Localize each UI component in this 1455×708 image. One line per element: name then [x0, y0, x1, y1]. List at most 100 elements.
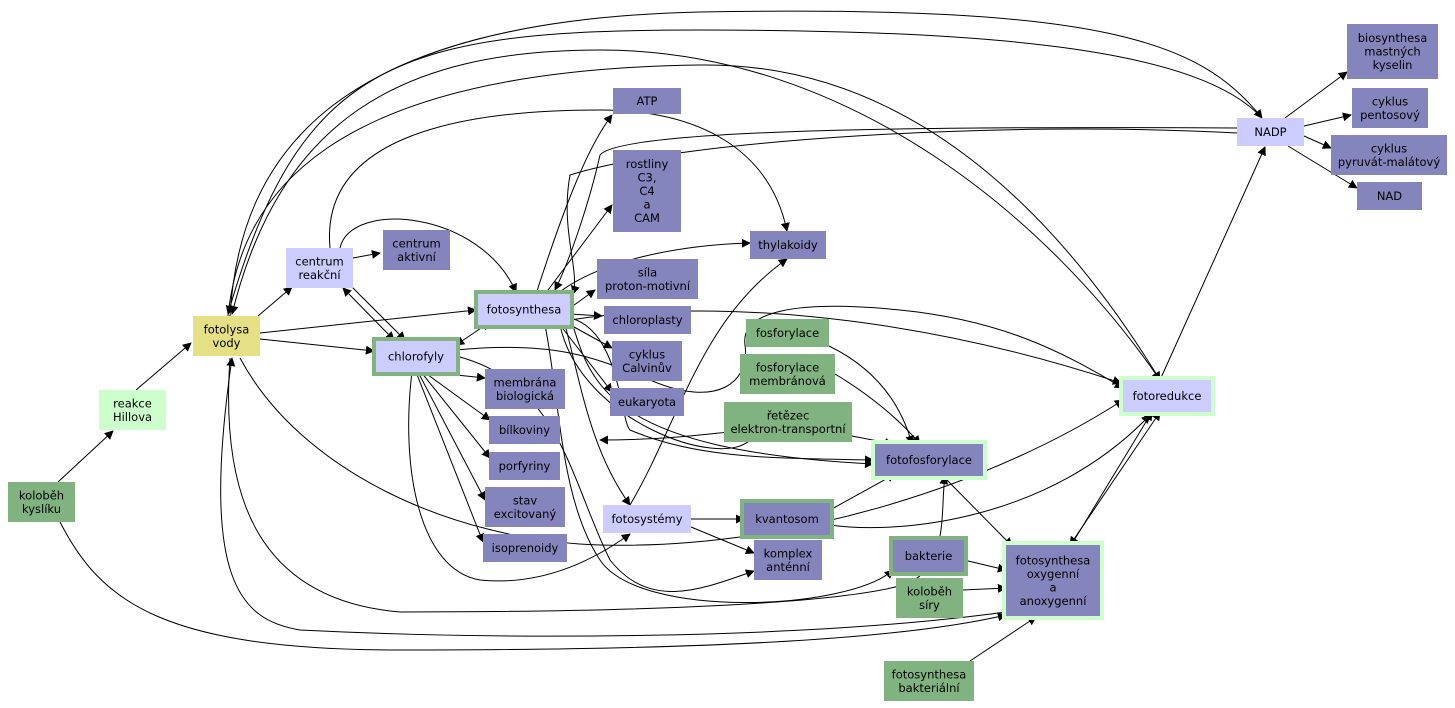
node-nadp: NADP [1237, 118, 1304, 146]
node-box [1347, 24, 1438, 79]
node-box [613, 150, 681, 232]
node-label: kyslíku [22, 502, 61, 516]
edge-arrow [564, 324, 631, 506]
node-label: a [1049, 580, 1056, 594]
node-label: chlorofyly [388, 350, 444, 364]
node-box [1331, 135, 1447, 175]
node-nad: NAD [1357, 182, 1422, 210]
node-box [740, 354, 835, 394]
node-label: fotofosforylace [886, 453, 972, 467]
node-box [613, 88, 681, 114]
edge-arrow [351, 286, 406, 341]
node-label: proton-motivní [605, 279, 691, 293]
edge-arrow [559, 324, 752, 450]
node-chlorofyly: chlorofyly [372, 337, 460, 376]
edge-arrow [228, 357, 949, 613]
node-label: síry [919, 598, 940, 612]
node-label: eukaryota [618, 395, 676, 409]
node-box [750, 231, 826, 259]
node-label: NADP [1254, 125, 1286, 139]
edge-arrow [417, 371, 486, 501]
node-eukaryota: eukaryota [610, 388, 684, 416]
node-fotosynthesa: fotosynthesa [474, 290, 574, 329]
node-box [746, 319, 829, 347]
node-label: kvantosom [755, 512, 819, 526]
node-label: cyklus [1372, 94, 1408, 108]
edge-arrow [259, 306, 477, 334]
edges [57, 10, 1358, 662]
edge-arrow [969, 616, 1037, 662]
node-label: koloběh [19, 488, 64, 502]
node-box [485, 487, 565, 527]
edge-arrow [559, 324, 613, 393]
edge-arrow [1159, 146, 1266, 381]
node-label: fosforylace [756, 360, 819, 374]
node-fotosystemy: fotosystémy [603, 505, 691, 533]
node-box [754, 540, 822, 580]
node-box [744, 503, 830, 535]
node-box [8, 482, 75, 522]
node-box [875, 444, 983, 476]
node-box [1357, 182, 1422, 210]
node-label: stav [513, 493, 538, 507]
edge-arrow [239, 357, 1124, 546]
node-label: řetězec [767, 408, 810, 422]
node-porfyriny: porfyriny [489, 452, 560, 480]
node-label: porfyriny [499, 459, 551, 473]
edge-arrow [942, 475, 1013, 547]
node-box [1352, 88, 1428, 128]
node-kvantosom: kvantosom [740, 499, 834, 539]
node-label: komplex [764, 546, 813, 560]
node-box [893, 540, 964, 572]
edge-arrow [415, 371, 485, 543]
node-label: reakční [298, 268, 341, 282]
node-box [485, 369, 565, 409]
edge-arrow [229, 10, 1263, 317]
node-label: ATP [637, 94, 658, 108]
edge-arrow [329, 109, 790, 249]
edge-arrow [535, 114, 613, 295]
node-label: aktivní [397, 250, 437, 264]
edge-arrow [408, 371, 631, 582]
edge-arrow [1303, 135, 1332, 149]
node-box [483, 534, 567, 562]
node-label: membránová [749, 374, 826, 388]
node-label: C3, [637, 171, 656, 185]
node-label: NAD [1377, 189, 1402, 203]
node-label: elektron-transportní [730, 422, 846, 436]
node-label: fotolysa [204, 322, 250, 336]
edge-arrow [342, 287, 395, 341]
node-label: rostliny [626, 157, 669, 171]
node-label: fotosynthesa [892, 667, 967, 681]
node-label: síla [638, 265, 657, 279]
node-label: thylakoidy [758, 238, 818, 252]
node-label: centrum [295, 254, 343, 268]
node-box [612, 341, 682, 381]
node-label: fotosynthesa [487, 303, 562, 317]
node-label: pyruvát-malátový [1338, 155, 1440, 169]
edge-arrow [135, 342, 192, 391]
edge-arrow [259, 338, 375, 355]
node-fotoredukce: fotoredukce [1119, 376, 1215, 416]
node-label: anoxygenní [1020, 594, 1088, 608]
node-box [597, 259, 698, 299]
node-label: anténní [766, 560, 810, 574]
edge-arrow [629, 258, 788, 506]
node-label: CAM [634, 211, 660, 225]
edge-arrow [690, 526, 755, 555]
node-label: a [643, 198, 650, 212]
